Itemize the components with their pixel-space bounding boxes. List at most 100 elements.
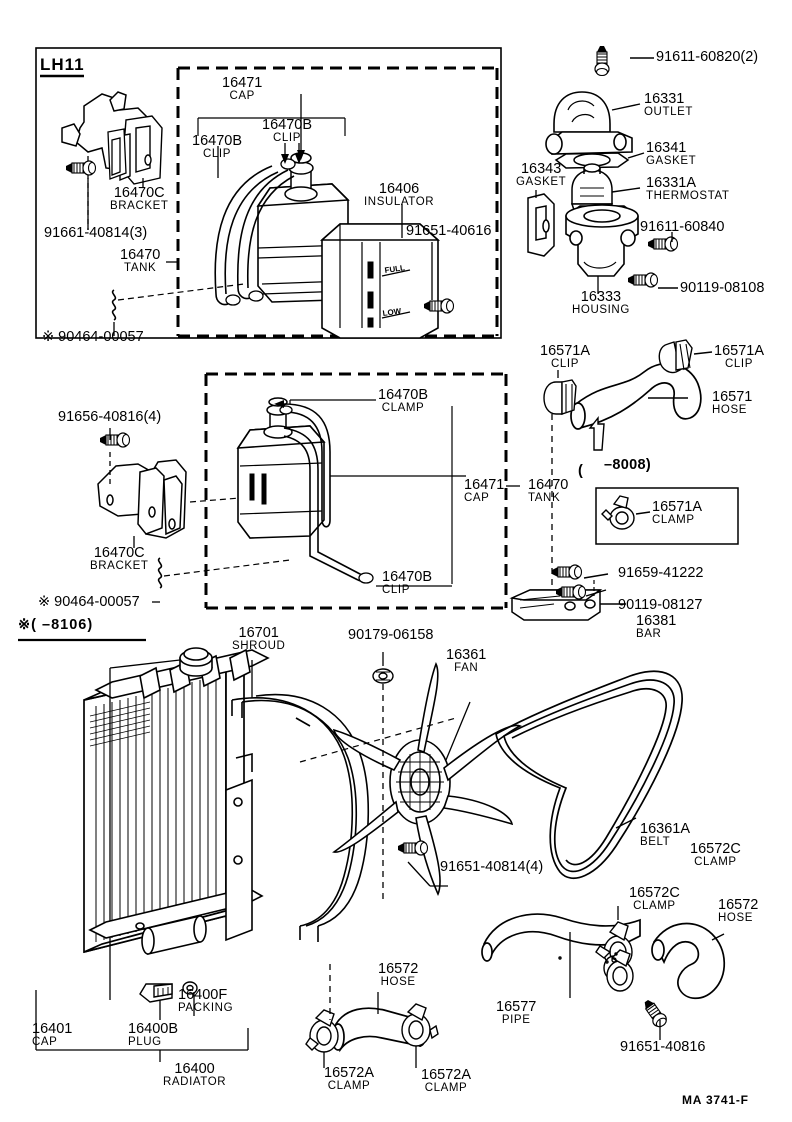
label-16470-tank-middle: 16470 TANK: [528, 478, 568, 505]
part-number: 16571A: [540, 343, 590, 359]
label-16361a-belt: 16361A BELT: [640, 822, 690, 849]
label-16470-tank-upper: 16470 TANK: [120, 248, 160, 275]
diagram-id: MA 3741-F: [682, 1093, 749, 1107]
part-number: 16572C: [629, 885, 680, 901]
part-name: GASKET: [646, 154, 697, 167]
label-16571-hose: 16571 HOSE: [712, 390, 752, 417]
part-name: GASKET: [516, 175, 567, 188]
label-90119-08127: 90119-08127: [618, 598, 702, 613]
part-number: 16406: [378, 181, 420, 197]
part-name: BELT: [640, 835, 671, 848]
label-91656-40816: 91656-40816(4): [58, 410, 161, 425]
label-16572-hose-right: 16572 HOSE: [718, 898, 758, 925]
part-number: 16341: [646, 140, 687, 156]
part-number: 16470B: [382, 569, 432, 585]
part-number: 16400B: [128, 1021, 178, 1037]
part-number: 16571: [712, 389, 753, 405]
label-16572a-clamp-left: 16572A CLAMP: [324, 1066, 374, 1093]
label-16406-insulator: 16406 INSULATOR: [364, 182, 434, 209]
part-name: CAP: [229, 89, 255, 102]
part-name: THERMOSTAT: [646, 189, 730, 202]
part-number: 16572: [378, 961, 419, 977]
label-16470c-bracket-upper: 16470C BRACKET: [110, 186, 169, 213]
part-number: 16577: [496, 999, 537, 1015]
svg-text:LOW: LOW: [382, 306, 402, 318]
part-number: 16470C: [113, 185, 165, 201]
part-name: HOSE: [380, 975, 416, 988]
part-number: 16470: [120, 247, 161, 263]
part-number: 16381: [636, 613, 677, 629]
date-range-paren: (: [578, 463, 584, 479]
label-16572c-clamp-left: 16572C CLAMP: [629, 886, 680, 913]
part-name: SHROUD: [232, 639, 286, 652]
label-16470c-bracket-middle: 16470C BRACKET: [90, 546, 149, 573]
date-range-8106: ※( –8106): [18, 617, 94, 633]
label-90119-08108: 90119-08108: [680, 281, 764, 296]
part-number: 16470: [528, 477, 569, 493]
part-name: CLIP: [203, 147, 231, 160]
label-16341-gasket: 16341 GASKET: [646, 141, 696, 168]
part-name: CLAMP: [424, 1081, 468, 1094]
label-16577-pipe: 16577 PIPE: [496, 1000, 536, 1027]
part-number: 16361A: [640, 821, 690, 837]
label-16572-hose-bottom: 16572 HOSE: [378, 962, 418, 989]
part-number: 90119-08127: [618, 597, 703, 613]
label-16701-shroud: 16701 SHROUD: [232, 626, 285, 653]
part-name: TANK: [528, 491, 561, 504]
label-16572a-clamp-right: 16572A CLAMP: [421, 1068, 471, 1095]
part-number: 16572C: [690, 841, 741, 857]
part-number: 16470B: [378, 387, 428, 403]
label-16361-fan: 16361 FAN: [446, 648, 486, 675]
part-number: 16572A: [421, 1067, 471, 1083]
part-name: CLAMP: [652, 513, 695, 526]
part-name: CAP: [32, 1035, 58, 1048]
label-16572c-clamp-right: 16572C CLAMP: [690, 842, 741, 869]
label-91651-40814: 91651-40814(4): [440, 860, 543, 875]
label-16331a-thermostat: 16331A THERMOSTAT: [646, 176, 730, 203]
part-number: ※ 90464-00057: [38, 594, 140, 610]
part-number: 16571A: [714, 343, 764, 359]
label-90464-00057-middle: ※ 90464-00057: [38, 595, 140, 610]
label-91651-40616: 91651-40616: [406, 224, 491, 239]
part-name: TANK: [124, 261, 157, 274]
part-number: 90119-08108: [680, 280, 765, 296]
part-number: 16701: [238, 625, 279, 641]
part-number: 16471: [464, 477, 505, 493]
part-name: HOSE: [718, 911, 753, 924]
part-number: 16470B: [262, 117, 312, 133]
part-name: CLAMP: [633, 899, 676, 912]
part-number: 16401: [32, 1021, 73, 1037]
part-number: ※ 90464-00057: [42, 329, 144, 345]
part-name: BRACKET: [90, 559, 149, 572]
label-91611-60820: 91611-60820(2): [656, 50, 758, 65]
part-number: 91651-40616: [406, 223, 492, 239]
label-16470b-clip-upper-right: 16470B CLIP: [262, 118, 312, 145]
part-number: 91656-40816(4): [58, 409, 162, 425]
label-16470b-clip-upper-left: 16470B CLIP: [192, 134, 242, 161]
part-number: 16571A: [652, 499, 702, 515]
part-number: 91659-41222: [618, 565, 704, 581]
label-16333-housing: 16333 HOUSING: [572, 290, 630, 317]
label-90464-00057-upper: ※ 90464-00057: [42, 330, 144, 345]
label-16571a-clip-left: 16571A CLIP: [540, 344, 590, 371]
part-name: CLAMP: [327, 1079, 371, 1092]
part-name: CLIP: [725, 357, 753, 370]
part-name: INSULATOR: [364, 195, 435, 208]
part-number: 16343: [520, 161, 562, 177]
part-number: 91651-40814(4): [440, 859, 544, 875]
part-number: 16572A: [324, 1065, 374, 1081]
part-name: OUTLET: [644, 105, 693, 118]
label-91661-40814: 91661-40814(3): [44, 226, 147, 241]
part-number: 91611-60840: [640, 219, 725, 235]
label-90179-06158: 90179-06158: [348, 628, 433, 643]
part-number: 90179-06158: [348, 627, 434, 643]
label-91651-40816: 91651-40816: [620, 1040, 705, 1055]
part-number: 16400F: [178, 987, 228, 1003]
label-16331-outlet: 16331 OUTLET: [644, 92, 693, 119]
part-number: 16333: [580, 289, 622, 305]
part-name: RADIATOR: [163, 1075, 227, 1088]
model-code: LH11: [40, 55, 85, 74]
label-91659-41222: 91659-41222: [618, 566, 703, 581]
